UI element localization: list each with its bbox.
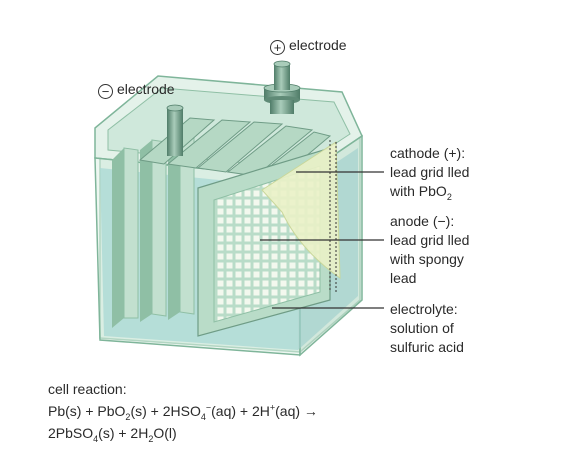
- plus-sign-icon: +: [270, 40, 285, 55]
- cathode-paste: [261, 140, 341, 294]
- cell-reaction-line-1: Pb(s) + PbO2(s) + 2HSO4−(aq) + 2H+(aq) →: [48, 402, 318, 422]
- electrolyte-label: electrolyte: solution of sulfuric acid: [390, 301, 464, 355]
- positive-electrode-label: +electrode: [270, 36, 347, 55]
- minus-sign-icon: −: [98, 84, 113, 99]
- leader-lines: [260, 171, 384, 309]
- anode-label: anode (−): lead grid lled with spongy le…: [390, 213, 470, 286]
- negative-terminal: [166, 104, 184, 156]
- cell-reaction-line-2: 2PbSO4(s) + 2H2O(l): [48, 425, 177, 444]
- cell-reaction-heading: cell reaction:: [48, 381, 127, 397]
- electrode-plates: [112, 131, 195, 328]
- positive-terminal: [263, 60, 301, 114]
- cathode-label: cathode (+): lead grid lled with PbO2: [390, 145, 470, 202]
- plate-straps: [138, 117, 332, 179]
- negative-electrode-label: −electrode: [98, 80, 175, 99]
